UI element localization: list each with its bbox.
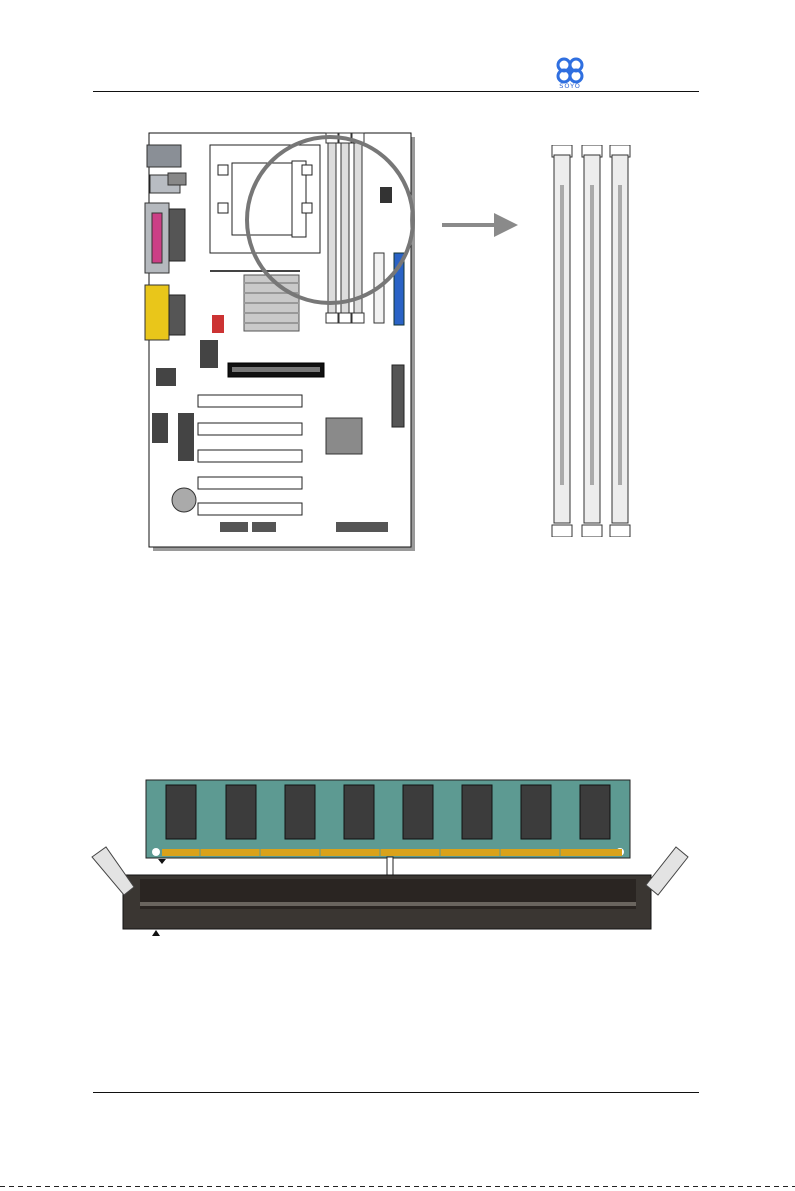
motherboard-layout-diagram bbox=[140, 125, 420, 555]
zoom-arrow-icon bbox=[440, 205, 520, 245]
dimm-installation-diagram bbox=[80, 775, 700, 945]
footer-rule bbox=[93, 1092, 699, 1093]
brand-logo-text: SOYO bbox=[551, 82, 589, 90]
page-edge-dashes bbox=[0, 1186, 795, 1187]
dimm-slots-detail bbox=[544, 145, 636, 537]
header-rule bbox=[93, 91, 699, 92]
